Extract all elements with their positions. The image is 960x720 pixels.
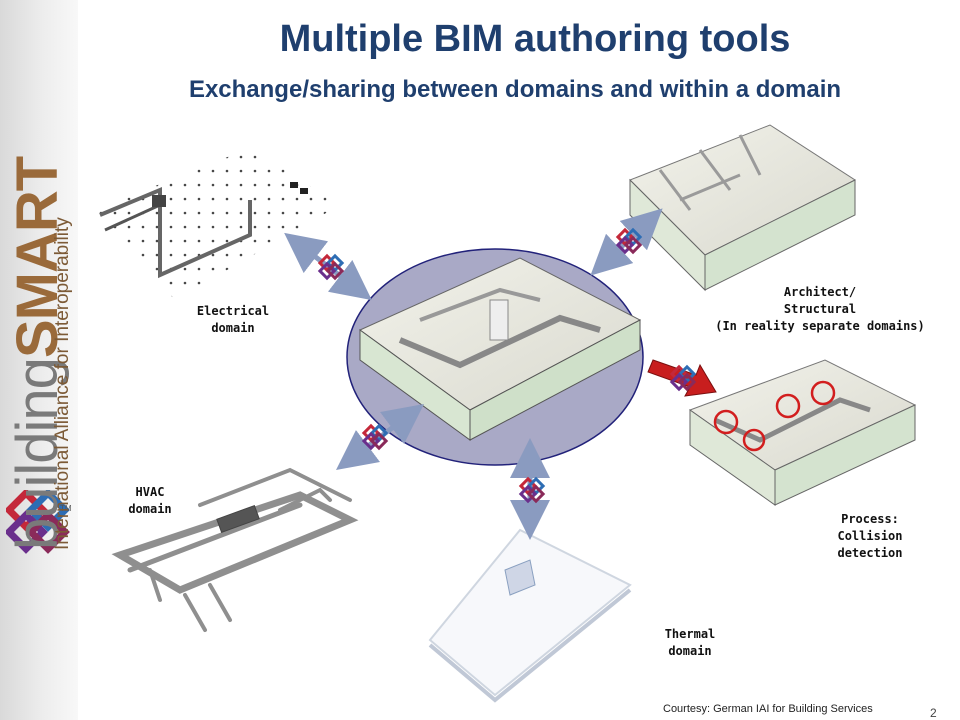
central-model-image [359,257,642,441]
ifc-icons [317,227,697,504]
ifc-icon [669,364,697,392]
page-title: Multiple BIM authoring tools [279,18,791,60]
ifc-icon [518,476,546,504]
page-number: 2 [930,706,937,720]
ifc-icon [361,423,389,451]
collision-model-image [688,359,917,506]
process-domain-label: Process: Collision detection [837,512,903,560]
thermal-model-image [428,528,632,703]
hvac-model-image [111,467,359,632]
ifc-icon [615,227,643,255]
thermal-domain-label: Thermal domain [664,627,716,658]
ifc-icon [317,253,345,281]
electrical-domain-label: Electrical domain [196,304,270,335]
hvac-domain-label: HVAC domain [128,485,172,516]
collision-markers [713,380,836,452]
page-subtitle: Exchange/sharing between domains and wit… [188,76,842,103]
buildingsmart-logo-icon [6,490,70,554]
brand-sidebar [0,0,78,720]
trademark-label: TM [60,504,72,513]
courtesy-note: Courtesy: German IAI for Building Servic… [663,703,873,715]
architect-domain-label: Architect/ Structural (In reality separa… [715,285,925,333]
architect-model-image [629,124,857,292]
electrical-model-image [95,148,340,300]
